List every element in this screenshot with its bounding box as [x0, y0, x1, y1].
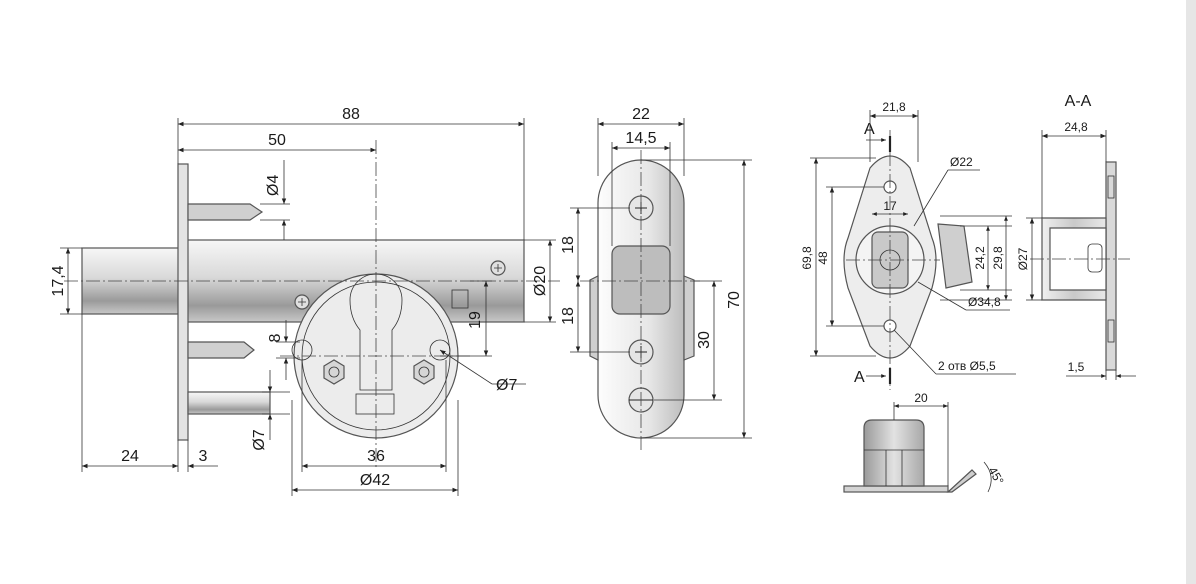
dim-36: 36 — [367, 448, 385, 465]
angle-45: 45° — [985, 465, 1006, 488]
dim-phi27: Ø27 — [1016, 247, 1030, 270]
dim-phi34-8: Ø34,8 — [968, 295, 1001, 309]
dim-17: 17 — [883, 199, 897, 213]
cup-side-view: 20 45° — [843, 391, 1007, 493]
nut-icon — [323, 359, 345, 385]
dim-20: 20 — [914, 391, 928, 405]
section-title: A-A — [1065, 93, 1092, 110]
dim-30: 30 — [696, 331, 713, 349]
dim-21-8: 21,8 — [882, 100, 906, 114]
dim-phi20: Ø20 — [532, 266, 549, 296]
dim-29-8: 29,8 — [991, 246, 1005, 270]
dim-69-8: 69,8 — [800, 246, 814, 270]
dim-24-2: 24,2 — [973, 246, 987, 270]
slot — [451, 289, 469, 309]
dim-17-4: 17,4 — [50, 265, 67, 296]
keyhole — [349, 273, 403, 391]
dim-phi7-lower: Ø7 — [251, 429, 268, 450]
dim-22: 22 — [632, 106, 650, 123]
dim-19: 19 — [467, 311, 484, 329]
dim-24: 24 — [121, 448, 139, 465]
section-view: A-A 24,8 Ø27 1,5 — [1016, 93, 1136, 380]
strike-plate-view: A A 21,8 Ø22 17 69,8 48 24,2 29,8 — [800, 100, 1016, 390]
dim-14-5: 14,5 — [625, 130, 656, 147]
base-plate — [843, 485, 949, 493]
dim-phi42: Ø42 — [360, 472, 390, 489]
dim-50: 50 — [268, 132, 286, 149]
dim-3: 3 — [199, 448, 208, 465]
dim-phi22: Ø22 — [950, 155, 973, 169]
holes-note: 2 отв Ø5,5 — [938, 359, 996, 373]
cup-body — [863, 419, 925, 487]
dim-1-5: 1,5 — [1068, 360, 1085, 374]
dim-phi4: Ø4 — [265, 175, 282, 196]
pin-lower — [187, 391, 271, 415]
dim-70: 70 — [726, 291, 743, 309]
pin-bottom — [187, 341, 255, 359]
dim-48: 48 — [816, 251, 830, 265]
nut-icon — [413, 359, 435, 385]
dim-phi7-right: Ø7 — [496, 377, 517, 394]
scrollbar-track[interactable] — [1186, 0, 1196, 584]
side-view: 88 50 Ø4 17,4 Ø20 19 8 Ø7 — [50, 106, 560, 496]
dim-24-8: 24,8 — [1064, 120, 1088, 134]
section-mark-top: A — [864, 121, 875, 138]
front-view: 22 14,5 18 18 30 70 — [560, 106, 752, 452]
mounting-flange — [177, 163, 189, 441]
pin-top — [187, 203, 264, 221]
dim-18-top: 18 — [560, 236, 577, 254]
dim-8: 8 — [267, 333, 284, 342]
section-mark-bottom: A — [854, 369, 865, 386]
dim-88: 88 — [342, 106, 360, 123]
dim-18-bottom: 18 — [560, 307, 577, 325]
